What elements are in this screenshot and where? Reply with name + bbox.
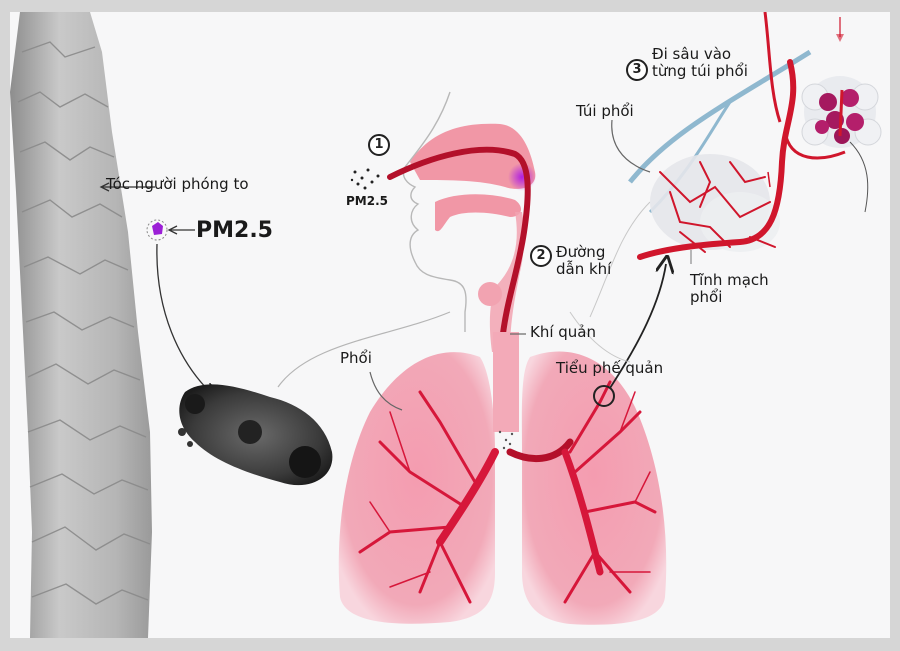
- pulmonary-vein-line1: Tĩnh mạch: [690, 271, 769, 289]
- pm25-label-large: PM2.5: [196, 218, 273, 243]
- hair-strand-illustration: [10, 12, 152, 638]
- hair-label: Tóc người phóng to: [106, 175, 249, 193]
- bronchial-tree: [358, 380, 657, 604]
- deep-alveoli-line1: Đi sâu vào: [652, 45, 732, 63]
- pulmonary-vein: [637, 59, 797, 260]
- alveoli-capillary-network: [628, 12, 882, 260]
- trachea-label: Khí quản: [530, 323, 597, 341]
- pm-dots-nose: [350, 168, 380, 190]
- magnify-arrow: [156, 243, 210, 392]
- lungs: [338, 332, 667, 625]
- bronchus-right: [506, 438, 574, 463]
- step-1-badge: 1: [368, 134, 390, 156]
- deep-alveoli-label: Đi sâu vào từng túi phổi: [652, 45, 748, 81]
- airway-label: Đường dẫn khí: [556, 243, 612, 279]
- pm-particle-icon: [152, 222, 163, 235]
- trachea: [493, 332, 519, 432]
- pm-particle-ring: [146, 219, 168, 241]
- pulmonary-vein-line2: phổi: [690, 288, 723, 307]
- step-2-badge: 2: [530, 245, 552, 267]
- nasal-cavity: [410, 123, 536, 352]
- airway-label-line2: dẫn khí: [556, 260, 612, 279]
- magnified-particle-blob: [178, 384, 333, 486]
- bronchiole-to-alveoli-arrow: [609, 264, 666, 389]
- alveoli-label: Túi phổi: [576, 102, 634, 120]
- airway-path: [387, 146, 531, 415]
- step-3-badge: 3: [626, 59, 648, 81]
- pm25-label-nose: PM2.5: [346, 194, 388, 208]
- bronchiole-label: Tiểu phế quản: [556, 359, 664, 377]
- illustration: [10, 12, 882, 638]
- bronchiole-highlight-circle: [593, 385, 615, 407]
- lung-label: Phổi: [340, 349, 372, 367]
- pulmonary-vein-label: Tĩnh mạch phổi: [690, 271, 769, 307]
- infographic-canvas: Tóc người phóng to PM2.5 1 PM2.5 2 Đường…: [10, 12, 890, 638]
- deep-alveoli-line2: từng túi phổi: [652, 62, 748, 81]
- alveolar-sac-cluster: [801, 76, 882, 148]
- left-lung: [338, 352, 495, 624]
- airway-label-line1: Đường: [556, 243, 606, 261]
